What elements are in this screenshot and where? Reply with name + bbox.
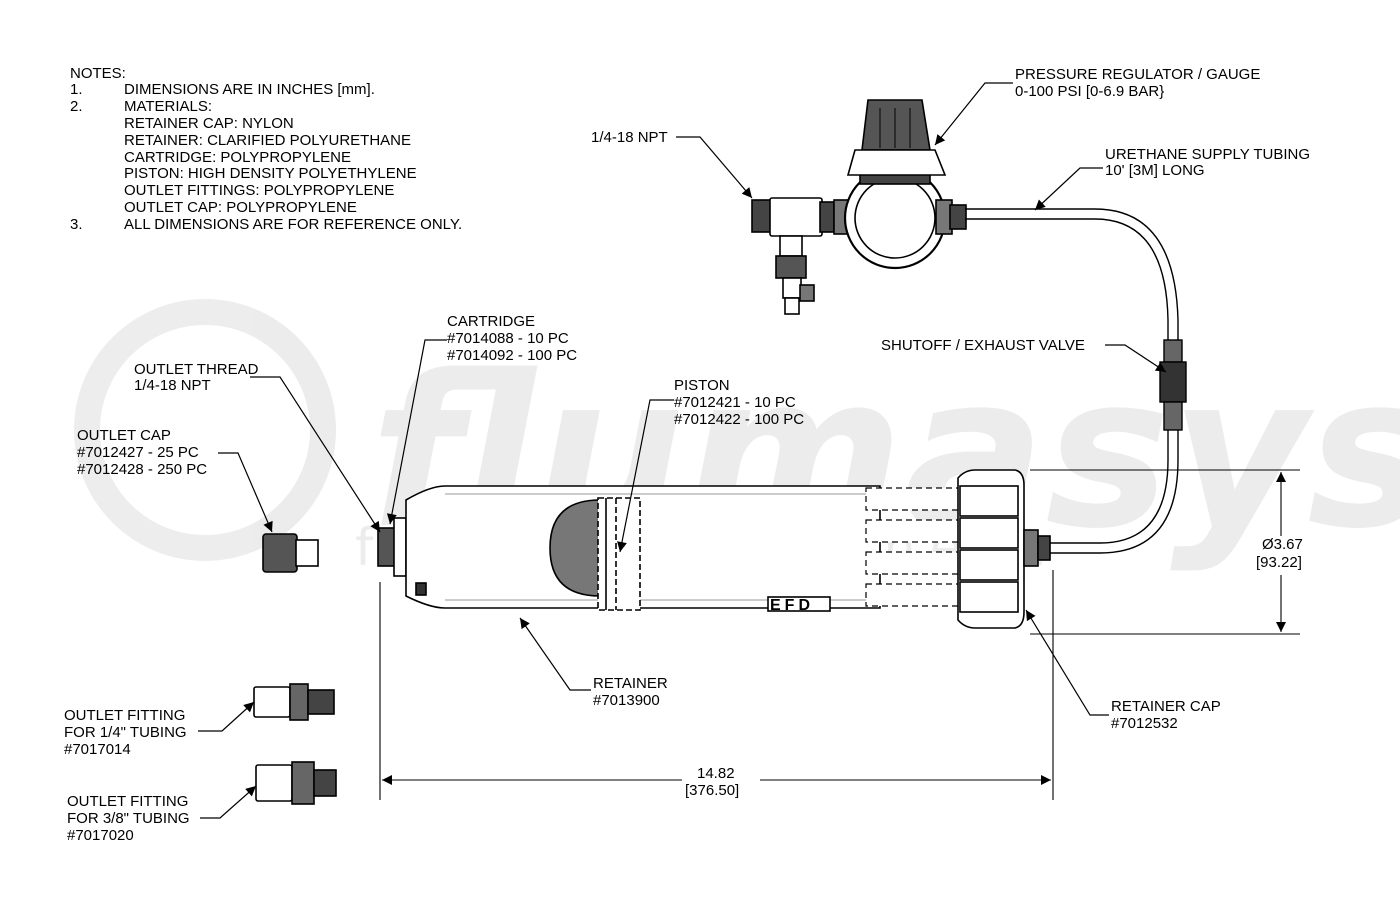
retainer-body — [405, 485, 881, 609]
callout-line: PRESSURE REGULATOR / GAUGE — [1015, 66, 1260, 83]
callout-line: #7014088 - 10 PC — [447, 330, 569, 347]
cartridge-assembly: EFD — [377, 469, 1051, 629]
callout-line: #7013900 — [593, 692, 660, 709]
callout-outlet-thread: OUTLET THREAD 1/4-18 NPT — [134, 361, 259, 394]
callout-line: CARTRIDGE — [447, 313, 535, 330]
callout-tubing: URETHANE SUPPLY TUBING 10' [3M] LONG — [1105, 146, 1310, 179]
note-2-line: RETAINER: CLARIFIED POLYURETHANE — [124, 132, 411, 149]
callout-line: OUTLET FITTING — [67, 793, 188, 810]
note-1-text: DIMENSIONS ARE IN INCHES [mm]. — [124, 81, 375, 98]
dimension-value: [376.50] — [685, 782, 739, 799]
dimension-length: 14.82 [376.50] — [685, 765, 739, 799]
note-2-line: MATERIALS: — [124, 98, 212, 115]
callout-outlet-cap: OUTLET CAP #7012427 - 25 PC #7012428 - 2… — [77, 427, 207, 478]
regulator-assembly — [751, 99, 967, 315]
callout-fitting-three-eighths: OUTLET FITTING FOR 3/8" TUBING #7017020 — [67, 793, 190, 844]
fitting-three-eighths-icon — [255, 764, 293, 802]
regulator-knob-icon — [861, 99, 931, 151]
fitting-quarter-icon — [253, 686, 291, 718]
callout-cartridge: CARTRIDGE #7014088 - 10 PC #7014092 - 10… — [447, 313, 577, 364]
callout-npt: 1/4-18 NPT — [591, 129, 668, 146]
piston-dome-icon — [549, 499, 601, 597]
dimension-diameter: Ø3.67 [93.22] — [1256, 536, 1303, 571]
callout-line: #7014092 - 100 PC — [447, 347, 577, 364]
note-2-line: OUTLET FITTINGS: POLYPROPYLENE — [124, 182, 394, 199]
callout-line: RETAINER — [593, 675, 668, 692]
supply-tubing — [965, 208, 1179, 554]
leader-lines — [198, 82, 1167, 819]
callout-regulator: PRESSURE REGULATOR / GAUGE 0-100 PSI [0-… — [1015, 66, 1260, 100]
note-2-line: CARTRIDGE: POLYPROPYLENE — [124, 149, 351, 166]
callout-piston: PISTON #7012421 - 10 PC #7012422 - 100 P… — [674, 377, 804, 428]
callout-line: OUTLET CAP — [77, 427, 171, 444]
callout-line: FOR 3/8" TUBING — [67, 810, 190, 827]
callout-line: 10' [3M] LONG — [1105, 162, 1205, 179]
tee-body — [769, 197, 823, 237]
callout-line: #7017014 — [64, 741, 131, 758]
callout-line: #7012532 — [1111, 715, 1178, 732]
callout-line: URETHANE SUPPLY TUBING — [1105, 146, 1310, 163]
callout-line: #7017020 — [67, 827, 134, 844]
callout-line: OUTLET THREAD — [134, 361, 259, 378]
callout-line: FOR 1/4" TUBING — [64, 724, 187, 741]
callout-line: #7012422 - 100 PC — [674, 411, 804, 428]
note-2-number: 2. — [70, 98, 83, 115]
dimension-lines — [379, 469, 1300, 800]
shutoff-valve — [1159, 339, 1187, 431]
note-3-text: ALL DIMENSIONS ARE FOR REFERENCE ONLY. — [124, 216, 462, 233]
note-2-line: PISTON: HIGH DENSITY POLYETHYLENE — [124, 165, 417, 182]
note-2-line: RETAINER CAP: NYLON — [124, 115, 294, 132]
efd-logo: EFD — [770, 597, 814, 614]
dimension-value: [93.22] — [1256, 554, 1302, 571]
callout-fitting-quarter: OUTLET FITTING FOR 1/4" TUBING #7017014 — [64, 707, 187, 758]
notes-block: NOTES: 1. DIMENSIONS ARE IN INCHES [mm].… — [70, 65, 462, 233]
retainer-cap-ribs — [865, 487, 967, 607]
valve-icon — [1159, 361, 1187, 403]
outlet-cap-part — [262, 533, 319, 573]
callout-line: #7012421 - 10 PC — [674, 394, 796, 411]
note-2-line: OUTLET CAP: POLYPROPYLENE — [124, 199, 357, 216]
callout-retainer-cap: RETAINER CAP #7012532 — [1111, 698, 1221, 732]
note-3-number: 3. — [70, 216, 83, 233]
dimension-value: Ø3.67 — [1262, 536, 1303, 553]
dimension-value: 14.82 — [697, 765, 735, 782]
callout-line: PISTON — [674, 377, 730, 394]
callout-valve: SHUTOFF / EXHAUST VALVE — [881, 337, 1085, 354]
callout-line: 0-100 PSI [0-6.9 BAR} — [1015, 83, 1164, 100]
callout-line: 1/4-18 NPT — [134, 377, 211, 394]
callout-line: #7012427 - 25 PC — [77, 444, 199, 461]
callout-line: 1/4-18 NPT — [591, 129, 668, 146]
outlet-fitting-three-eighths-part — [255, 761, 337, 805]
note-1-number: 1. — [70, 81, 83, 98]
outlet-fitting-quarter-part — [253, 683, 335, 721]
notes-heading: NOTES: — [70, 65, 126, 82]
callout-line: SHUTOFF / EXHAUST VALVE — [881, 337, 1085, 354]
callout-retainer: RETAINER #7013900 — [593, 675, 668, 709]
callout-line: OUTLET FITTING — [64, 707, 185, 724]
callout-line: RETAINER CAP — [1111, 698, 1221, 715]
outlet-cap-icon — [262, 533, 298, 573]
callout-line: #7012428 - 250 PC — [77, 461, 207, 478]
